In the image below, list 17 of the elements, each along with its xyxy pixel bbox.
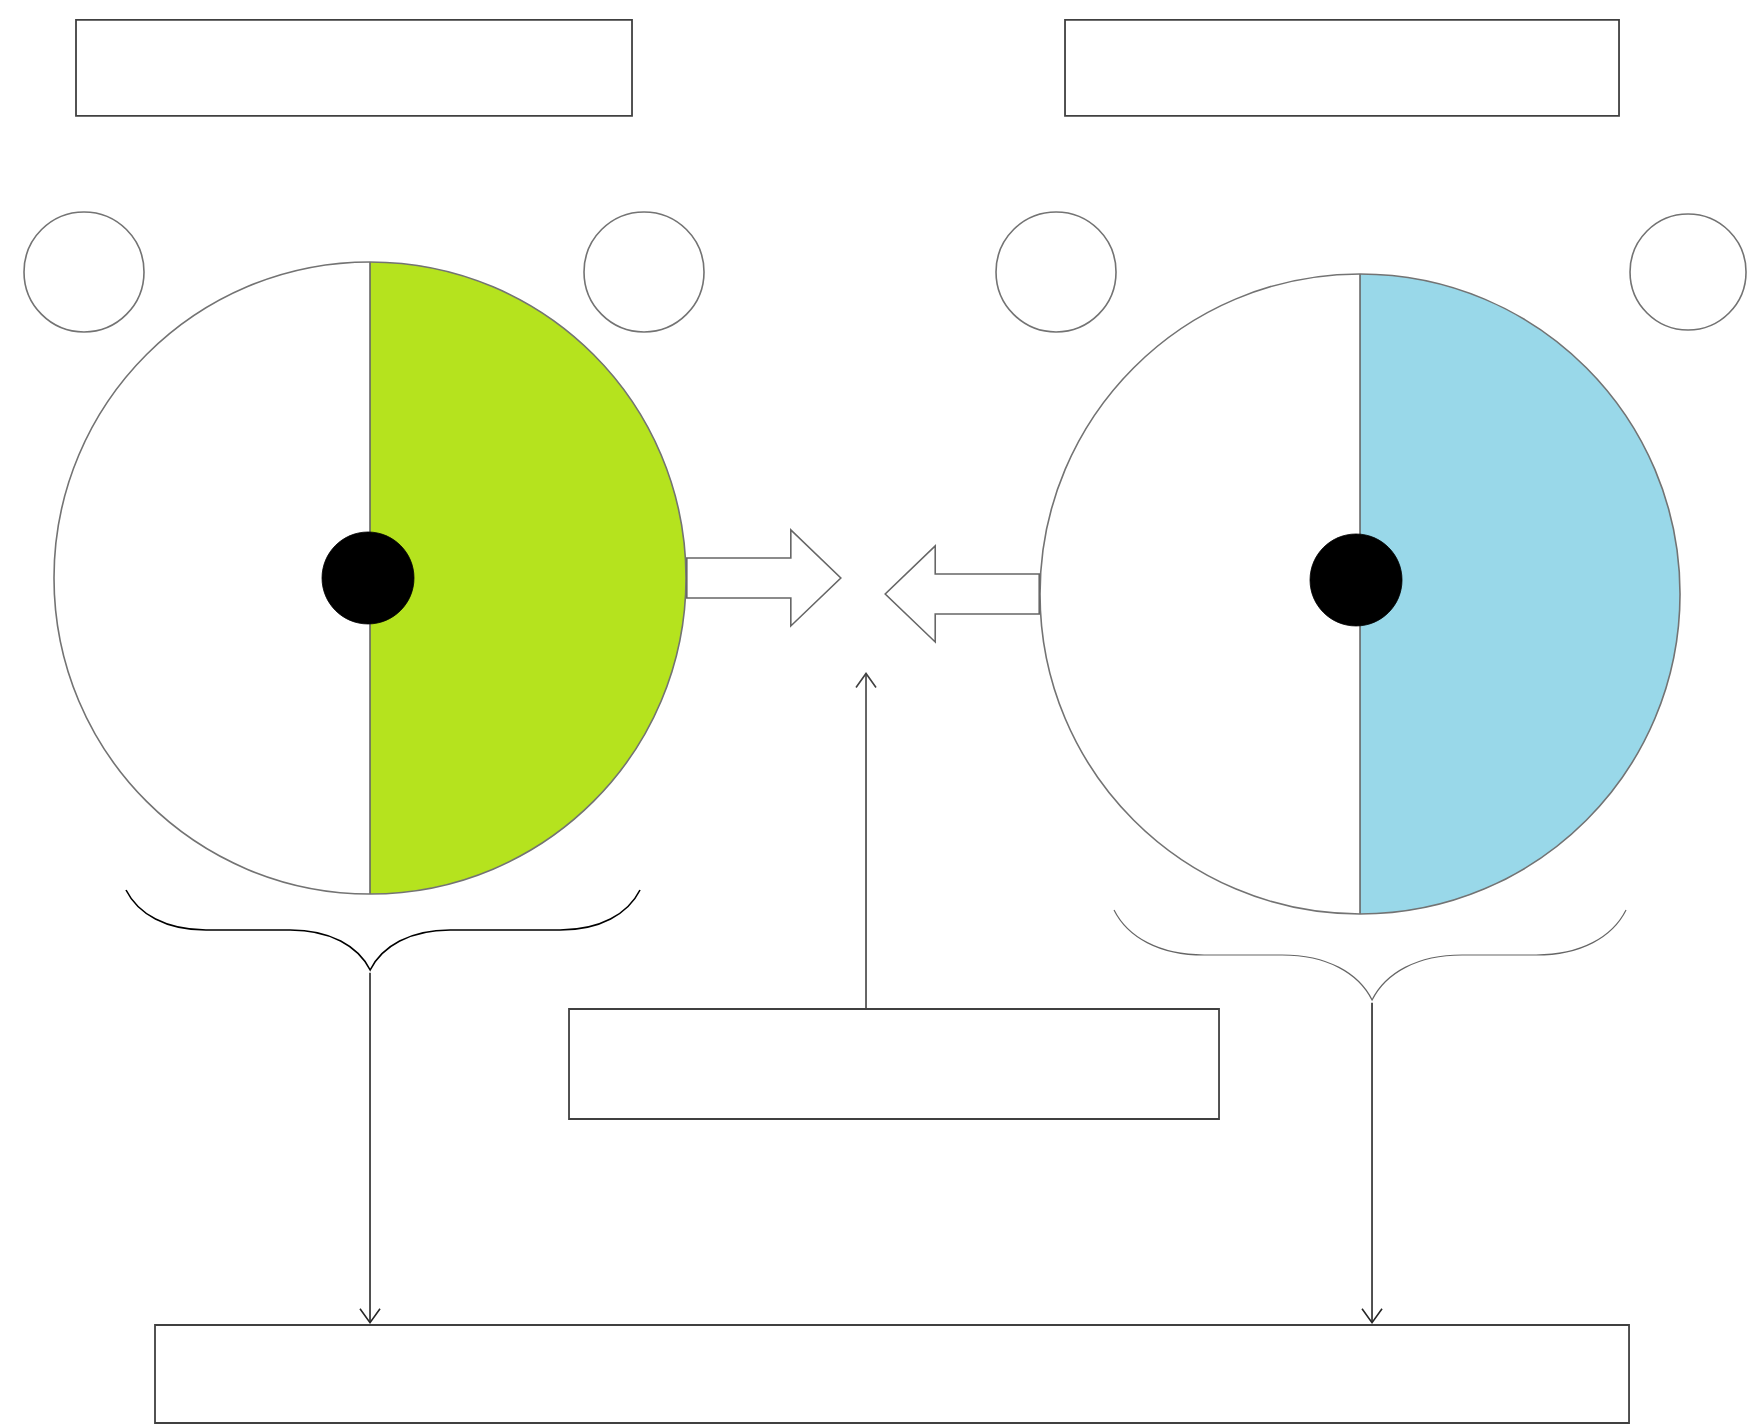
center-dot: [1309, 533, 1403, 627]
arrow: [359, 972, 381, 1325]
small-circle: [23, 211, 145, 333]
half-filled-circle: [53, 261, 687, 895]
small-circle: [583, 211, 705, 333]
label-box: [1064, 19, 1620, 117]
label-box: [568, 1008, 1220, 1120]
block-arrow: [686, 528, 842, 628]
arrow: [855, 672, 877, 1009]
block-arrow: [884, 544, 1040, 644]
small-circle: [1629, 213, 1747, 331]
label-box: [154, 1324, 1630, 1424]
small-circle: [995, 211, 1117, 333]
half-filled-circle: [1039, 273, 1681, 915]
label-box: [75, 19, 633, 117]
arrow: [1361, 1002, 1383, 1325]
center-dot: [321, 531, 415, 625]
